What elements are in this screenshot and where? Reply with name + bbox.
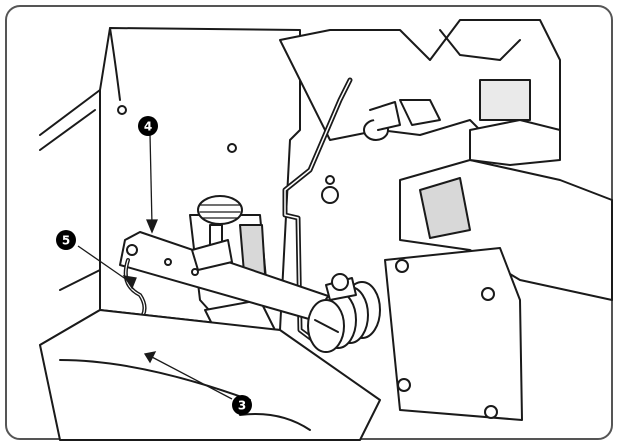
callout-5-label: 5	[62, 234, 70, 248]
lever-hole-1	[126, 244, 138, 256]
housing-edge-line	[39, 109, 96, 151]
leader-arrow-4	[146, 219, 158, 234]
lower-casting-edge	[59, 359, 251, 401]
upper-block-slot	[479, 79, 531, 121]
spring-screw-head	[331, 273, 349, 291]
upper-knob-stem	[369, 101, 401, 131]
leader-line-3	[149, 355, 233, 400]
panel-hole-3	[325, 175, 335, 185]
thumb-screw-knurl	[199, 204, 241, 219]
panel-hole-1	[117, 105, 127, 115]
callout-3-badge: 3	[232, 395, 252, 415]
callout-4-label: 4	[144, 120, 152, 134]
lower-casting	[39, 309, 381, 441]
leader-line-4	[149, 133, 153, 226]
lower-casting-groove	[239, 413, 311, 431]
thumb-screw-head	[197, 195, 243, 225]
callout-4-badge: 4	[138, 116, 158, 136]
lever-hole-2	[164, 258, 172, 266]
panel-top-curve	[109, 27, 121, 101]
upper-latch	[399, 99, 441, 126]
cover-plate	[384, 247, 523, 421]
right-housing-shade	[419, 177, 471, 239]
leader-arrow-3	[143, 351, 157, 364]
plate-screw-bl	[397, 378, 411, 392]
plate-screw-tl	[395, 259, 409, 273]
mechanism-screw	[321, 186, 339, 204]
plate-screw-br	[484, 405, 498, 419]
upper-block-detail	[439, 29, 521, 61]
lever-hole-3	[191, 268, 199, 276]
plate-screw-tr	[481, 287, 495, 301]
right-clamp-arm	[469, 119, 561, 166]
callout-5-badge: 5	[56, 230, 76, 250]
lever-pin	[191, 239, 233, 271]
callout-3-label: 3	[238, 399, 246, 413]
panel-hole-2	[227, 143, 237, 153]
housing-inner-line	[59, 269, 101, 291]
spring-cap-slot	[314, 319, 339, 333]
leader-line-5	[77, 245, 131, 283]
leader-arrow-5	[122, 275, 137, 290]
